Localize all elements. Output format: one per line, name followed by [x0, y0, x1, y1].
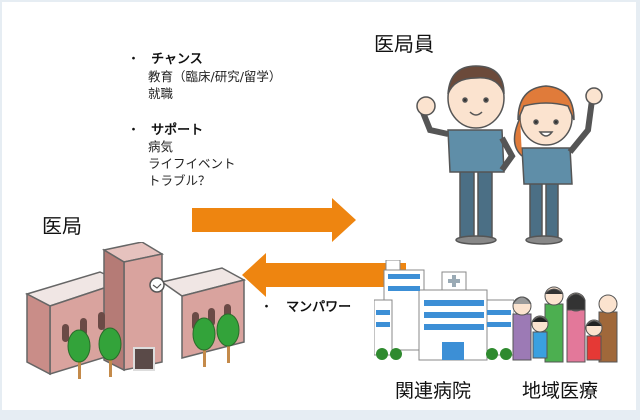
subitem-life-event: ライフイベント [148, 156, 236, 171]
label-ikyokuin: 医局員 [374, 32, 434, 56]
chance-subitems: 教育（臨床/研究/留学） 就職 [148, 68, 281, 102]
subitem-trouble: トラブル？ [148, 173, 211, 188]
bullet-support: ・ サポート [127, 119, 203, 138]
arrow-right-icon [192, 198, 356, 242]
bullet-manpower: ・ マンパワー [260, 296, 351, 315]
university-building-icon [25, 242, 247, 379]
subitem-employment: 就職 [148, 86, 174, 101]
bullet-title-support: サポート [151, 123, 204, 138]
label-kanren-byoin: 関連病院 [395, 380, 472, 402]
subitem-illness: 病気 [148, 139, 174, 154]
label-ikyoku: 医局 [42, 214, 82, 238]
bullet-dot: ・ [260, 300, 274, 315]
doctors-illustration-icon [416, 65, 603, 245]
slide: ・ チャンス 教育（臨床/研究/留学） 就職 ・ サポート 病気 ライフイベント… [2, 2, 636, 410]
support-subitems: 病気 ライフイベント トラブル？ [148, 138, 236, 189]
bullet-title-manpower: マンパワー [286, 300, 352, 315]
subitem-education: 教育（臨床/研究/留学） [148, 69, 282, 84]
label-chiiki-iryo: 地域医療 [522, 380, 599, 402]
family-community-icon [512, 286, 618, 363]
hospital-building-icon [374, 260, 514, 361]
bullet-chance: ・ チャンス [127, 48, 203, 67]
bullet-dot: ・ [127, 52, 141, 67]
bullet-title-chance: チャンス [151, 52, 203, 67]
arrow-left-icon [242, 253, 406, 297]
bullet-dot: ・ [127, 123, 141, 138]
